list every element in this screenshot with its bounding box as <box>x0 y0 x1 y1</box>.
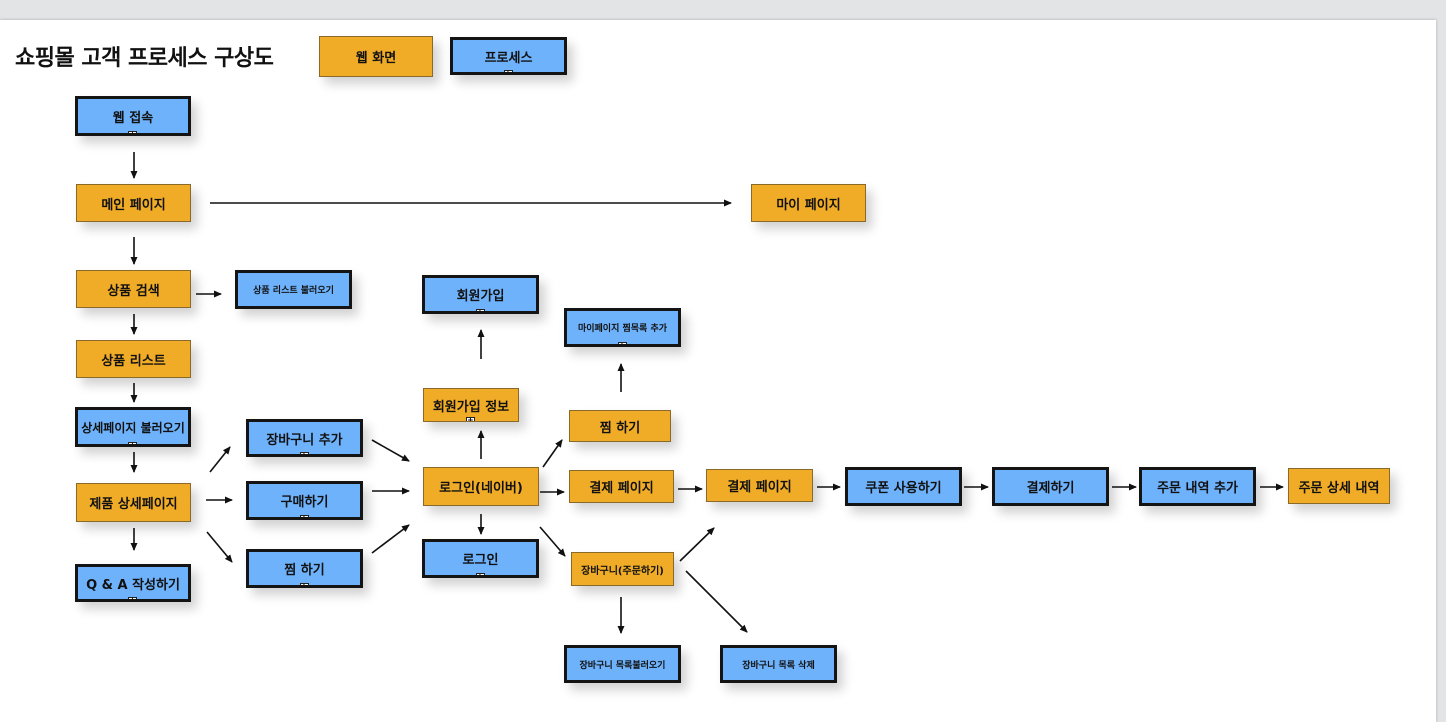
legend-process: 프로세스+ <box>450 37 567 75</box>
node-load-product-list[interactable]: 상품 리스트 불러오기 <box>235 270 352 309</box>
node-load-detail-page[interactable]: 상세페이지 불러오기+ <box>75 407 191 447</box>
diagram-title: 쇼핑몰 고객 프로세스 구상도 <box>15 46 274 71</box>
node-web-access[interactable]: 웹 접속+ <box>75 96 191 136</box>
expand-icon[interactable]: + <box>128 597 137 599</box>
node-coupon[interactable]: 쿠폰 사용하기 <box>845 467 962 506</box>
node-signup[interactable]: 회원가입+ <box>422 275 539 314</box>
expand-icon[interactable]: + <box>617 342 627 344</box>
diagram-canvas <box>0 20 1436 722</box>
node-pay[interactable]: 결제하기 <box>992 467 1109 506</box>
node-login-naver[interactable]: 로그인(네이버) <box>423 467 539 506</box>
node-wish-2[interactable]: 찜 하기 <box>569 410 671 442</box>
node-delete-cart[interactable]: 장바구니 목록 삭제 <box>720 645 837 683</box>
node-qna[interactable]: Q & A 작성하기+ <box>75 564 191 602</box>
node-signup-info[interactable]: 회원가입 정보+ <box>423 388 519 422</box>
node-order-detail[interactable]: 주문 상세 내역 <box>1288 468 1390 504</box>
node-load-cart[interactable]: 장바구니 목록불러오기 <box>564 645 681 683</box>
node-product-search[interactable]: 상품 검색 <box>76 270 191 308</box>
node-add-order-history[interactable]: 주문 내역 추가 <box>1139 467 1256 506</box>
node-cart-order[interactable]: 장바구니(주문하기) <box>571 552 674 586</box>
node-payment-page-1[interactable]: 결제 페이지 <box>569 470 674 503</box>
expand-icon[interactable]: + <box>299 452 309 454</box>
expand-icon[interactable]: + <box>299 583 309 585</box>
expand-icon: + <box>503 70 513 72</box>
expand-icon[interactable]: + <box>299 515 309 517</box>
expand-icon[interactable]: + <box>466 417 475 421</box>
node-payment-page-2[interactable]: 결제 페이지 <box>706 469 813 502</box>
expand-icon[interactable]: + <box>128 131 137 133</box>
node-wish[interactable]: 찜 하기+ <box>246 549 363 588</box>
node-add-cart[interactable]: 장바구니 추가+ <box>246 419 363 457</box>
node-my-page[interactable]: 마이 페이지 <box>751 184 866 222</box>
expand-icon[interactable]: + <box>128 442 137 444</box>
expand-icon[interactable]: + <box>475 309 485 311</box>
node-product-list[interactable]: 상품 리스트 <box>76 340 191 378</box>
legend-web-screen: 웹 화면 <box>319 36 433 77</box>
node-product-detail[interactable]: 제품 상세페이지 <box>76 483 191 522</box>
expand-icon[interactable]: + <box>475 573 485 575</box>
node-mypage-wish-add[interactable]: 마이페이지 찜목록 추가+ <box>564 308 681 347</box>
node-login[interactable]: 로그인+ <box>422 539 539 578</box>
node-purchase[interactable]: 구매하기+ <box>246 481 363 520</box>
node-main-page[interactable]: 메인 페이지 <box>76 184 191 222</box>
